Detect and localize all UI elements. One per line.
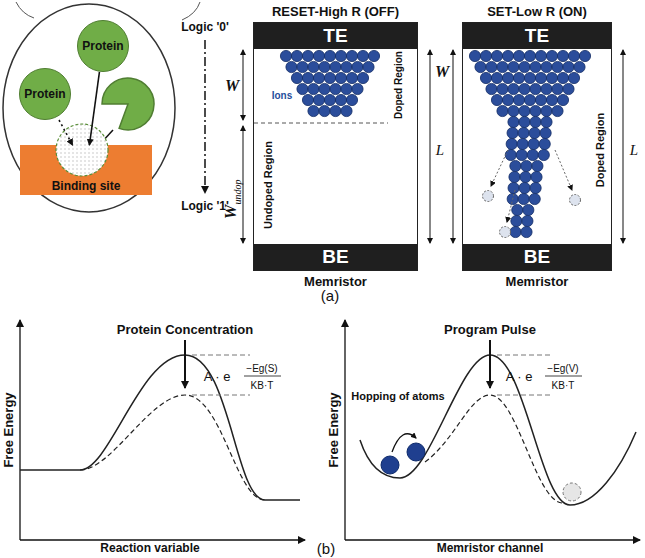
cell-shoulder <box>16 2 34 18</box>
axis-label: Free Energy <box>327 392 341 467</box>
dimension-arrow <box>243 50 244 120</box>
region-label: Doped Region <box>393 51 404 119</box>
cell-shoulder <box>182 2 200 20</box>
hop-arrow <box>392 434 416 452</box>
node-text: Protein <box>24 87 65 101</box>
panel-label: (a) <box>321 288 339 305</box>
dimension-arrow <box>430 50 431 243</box>
dimension-label: W <box>222 205 240 219</box>
protein-circle: Protein <box>77 20 129 72</box>
level-line <box>192 355 250 356</box>
electrode-bar: TE <box>254 23 417 49</box>
node-text: BE <box>322 246 348 268</box>
atom <box>407 443 425 461</box>
ion-label: Ions <box>272 90 293 101</box>
logic-label: Logic '0' <box>181 21 229 34</box>
formula: A · e <box>204 370 231 384</box>
arrow-label: Hopping of atoms <box>351 390 445 402</box>
formula: KB·T <box>552 380 575 391</box>
level-line <box>192 395 250 396</box>
node-text: RESET-High R (OFF) <box>234 4 437 19</box>
axis <box>20 539 305 540</box>
connector-arrow <box>89 72 99 145</box>
node-text: Binding site <box>52 179 121 193</box>
node-caption: Memristor <box>443 274 631 289</box>
dimension-label: L <box>436 142 444 159</box>
node-text: SET-Low R (ON) <box>443 4 631 19</box>
binding-pocket <box>56 124 108 176</box>
memristor-box: SET-Low R (ON)MemristorTEBE <box>462 22 612 271</box>
protein-circle: Protein <box>19 68 71 120</box>
formula: −Eg(S) <box>246 363 277 374</box>
formula: A · e <box>506 370 533 384</box>
logic-arrow <box>204 40 206 193</box>
energy-curve <box>360 355 636 505</box>
dimension-subscript: undop <box>232 180 243 205</box>
protein-shape <box>102 78 154 130</box>
formula: −Eg(V) <box>547 363 578 374</box>
atom <box>381 456 399 474</box>
axis-label: Memristor channel <box>437 542 544 555</box>
energy-curve-lowered <box>80 395 265 500</box>
level-line <box>497 355 550 356</box>
binding-site: Binding site <box>20 145 152 195</box>
escaped-ions <box>483 150 581 238</box>
axis <box>345 539 640 540</box>
fraction-bar <box>244 376 281 377</box>
axis-label: Free Energy <box>2 392 16 467</box>
energy-curve <box>20 355 300 500</box>
atom-vacancy <box>563 483 581 501</box>
node-text: Protein <box>82 39 123 53</box>
axis-label: Reaction variable <box>100 542 199 555</box>
region-label: Undoped Region <box>262 141 274 229</box>
energy-curve-lowered <box>425 395 562 503</box>
dimension-arrow <box>453 50 454 243</box>
axis <box>19 320 20 540</box>
node-text: TE <box>525 25 549 47</box>
electrode-bar: TE <box>463 23 611 49</box>
level-line <box>497 395 550 396</box>
formula: KB·T <box>251 380 274 391</box>
region-label: Doped Region <box>594 113 606 188</box>
electrode-bar: BE <box>254 244 417 270</box>
node-text: TE <box>323 25 347 47</box>
dimension-label: W <box>435 63 449 81</box>
barrier-arrow <box>184 340 186 388</box>
dimension-arrow <box>243 126 244 243</box>
connector-arrow <box>59 120 72 145</box>
panel-label: (b) <box>317 541 335 558</box>
arrow-label: Program Pulse <box>444 323 536 337</box>
arrow-label: Protein Concentration <box>117 323 254 337</box>
dimension-label: W <box>225 77 239 95</box>
barrier-arrow <box>489 340 491 388</box>
ion-cluster <box>280 50 379 116</box>
axis <box>344 320 345 540</box>
boundary-line <box>254 123 388 124</box>
fraction-bar <box>545 376 582 377</box>
ion-filament <box>469 50 590 237</box>
cell-outline <box>3 4 175 212</box>
node-caption: Memristor <box>234 274 437 289</box>
logic-label: Logic '1' <box>181 200 229 213</box>
electrode-bar: BE <box>463 244 611 270</box>
dimension-arrow <box>623 50 624 243</box>
dimension-label: L <box>630 142 638 159</box>
node-text: BE <box>524 246 550 268</box>
